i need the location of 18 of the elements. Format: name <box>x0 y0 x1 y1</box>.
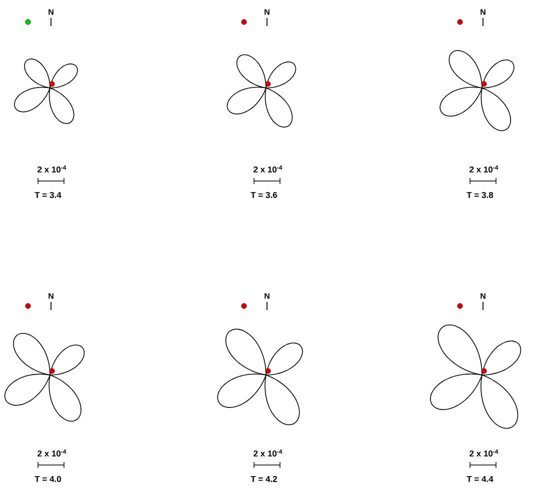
north-label: N <box>48 9 54 15</box>
scale-label: 2 x 10$^{-4}$ <box>470 166 498 172</box>
north-label: N <box>264 293 270 299</box>
north-label: N <box>264 9 270 15</box>
north-label: N <box>48 293 54 299</box>
scale-label: 2 x 10$^{-4}$ <box>254 450 282 456</box>
scale-label: 2 x 10$^{-4}$ <box>38 166 66 172</box>
north-label: N <box>480 293 486 299</box>
scale-label: 2 x 10$^{-4}$ <box>38 450 66 456</box>
time-label: T = 4.0 <box>34 476 61 482</box>
time-label: T = 3.6 <box>250 192 278 198</box>
time-label: T = 4.4 <box>466 476 494 482</box>
scale-label: 2 x 10$^{-4}$ <box>470 450 498 456</box>
time-label: T = 3.8 <box>466 192 494 198</box>
time-label: T = 4.2 <box>250 476 277 482</box>
time-label: T = 3.4 <box>34 192 62 198</box>
north-label: N <box>480 9 486 15</box>
scale-label: 2 x 10$^{-4}$ <box>254 166 282 172</box>
